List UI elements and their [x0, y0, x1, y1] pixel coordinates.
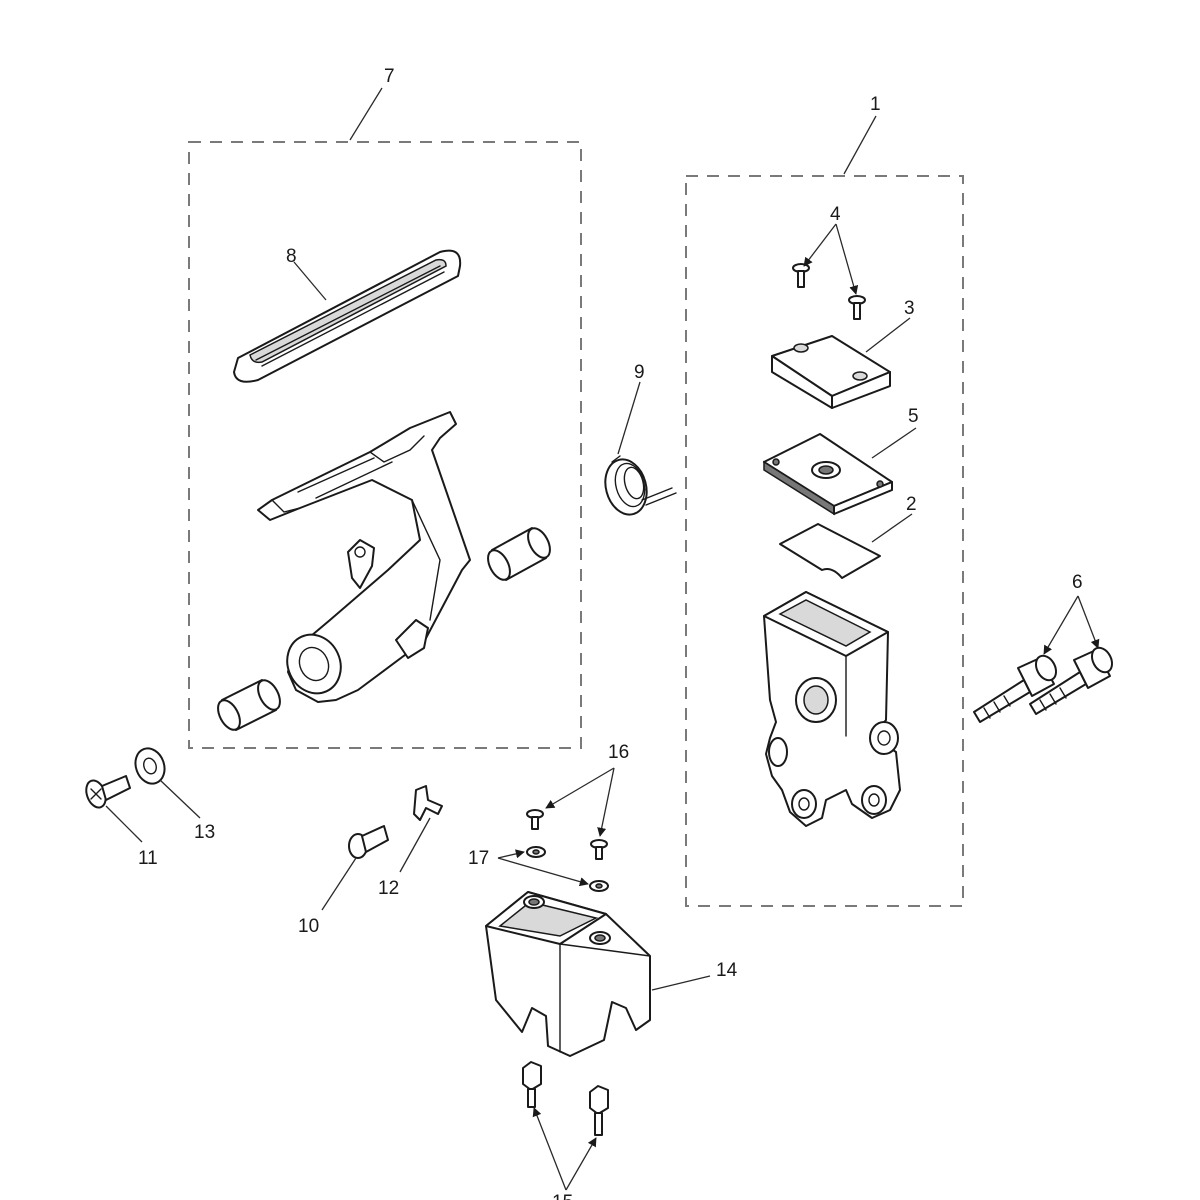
leader-6-a — [1043, 595, 1079, 655]
washer-part-17-b — [589, 880, 609, 892]
bolt-part-15-a — [522, 1061, 542, 1108]
leader-16-a — [545, 767, 615, 809]
master-cylinder-body-part-1 — [763, 591, 901, 827]
leader-17-a — [497, 849, 525, 859]
callout-9: 9 — [634, 362, 645, 383]
callout-5: 5 — [908, 406, 919, 427]
callout-4: 4 — [830, 204, 841, 225]
return-spring-part-9 — [604, 455, 677, 516]
group-box-1 — [685, 175, 964, 907]
leader-1 — [843, 115, 877, 175]
leader-15-a — [532, 1107, 567, 1191]
group-box-7 — [188, 141, 582, 749]
callout-3: 3 — [904, 298, 915, 319]
leader-10 — [321, 857, 357, 911]
screw-part-4-a — [792, 263, 810, 288]
leader-4-a — [803, 223, 837, 267]
leader-6-b — [1077, 595, 1100, 649]
leader-11 — [105, 805, 143, 843]
callout-2: 2 — [906, 494, 917, 515]
washer-part-17-a — [526, 846, 546, 858]
leader-14 — [651, 975, 711, 991]
callout-13: 13 — [194, 822, 215, 843]
callout-17: 17 — [468, 848, 489, 869]
bolt-part-6-a — [973, 654, 1058, 723]
callout-8: 8 — [286, 246, 297, 267]
leader-7 — [349, 87, 383, 141]
screw-part-11 — [85, 775, 131, 809]
callout-16: 16 — [608, 742, 629, 763]
diaphragm-plate-part-5 — [763, 433, 893, 516]
callout-6: 6 — [1072, 572, 1083, 593]
brake-pedal-arm-part-7 — [257, 411, 471, 703]
leader-16-b — [597, 767, 615, 837]
callout-14: 14 — [716, 960, 738, 981]
callout-11: 11 — [138, 848, 158, 869]
leader-8 — [293, 261, 327, 301]
washer-part-13 — [134, 747, 166, 785]
callout-1: 1 — [870, 94, 881, 115]
leader-17-b — [497, 857, 589, 887]
callout-10: 10 — [298, 916, 319, 937]
screw-part-16-a — [526, 809, 544, 830]
leader-2 — [871, 513, 913, 543]
bushing-upper — [487, 527, 551, 581]
leader-5 — [871, 427, 917, 459]
gasket-part-2 — [779, 523, 881, 579]
leader-15-b — [565, 1137, 597, 1191]
reservoir-cap-part-3 — [771, 335, 891, 409]
screw-part-4-b — [848, 295, 866, 320]
leader-12 — [399, 817, 431, 873]
retaining-clip-part-12 — [413, 785, 443, 821]
clevis-pin-part-10 — [348, 825, 389, 859]
callout-7: 7 — [384, 66, 395, 87]
leader-4-b — [835, 223, 859, 295]
callout-15: 15 — [552, 1192, 573, 1200]
screw-part-16-b — [590, 839, 608, 860]
leader-9 — [617, 381, 641, 455]
master-cylinder-cover-part-14 — [485, 891, 651, 1057]
bolt-part-15-b — [589, 1085, 609, 1136]
leader-13 — [159, 779, 201, 819]
bolt-part-6-b — [1029, 646, 1114, 715]
bushing-lower — [217, 679, 281, 731]
callout-12: 12 — [378, 878, 399, 899]
leader-3 — [865, 317, 911, 353]
pedal-rubber-part-8 — [233, 249, 462, 383]
